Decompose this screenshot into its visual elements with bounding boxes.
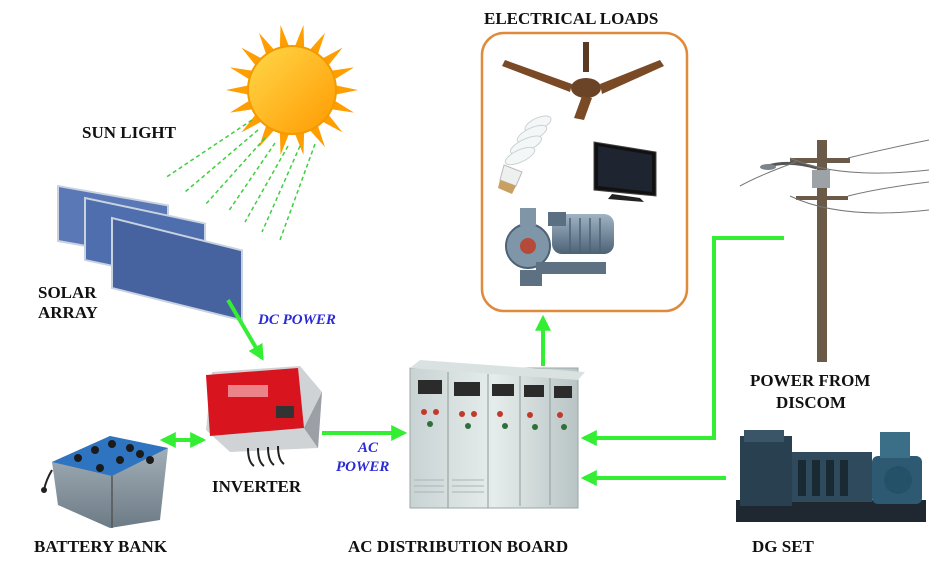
inverter-label: INVERTER [212, 477, 302, 496]
dc-power-arrow [226, 298, 264, 361]
ac-power-label-line2: POWER [336, 459, 389, 475]
distribution-board-icon [409, 360, 585, 509]
ac-power-label-line1: AC [357, 440, 379, 456]
water-pump-icon [505, 208, 614, 286]
discom-to-board-arrow [580, 236, 784, 446]
sunlight-rays [164, 119, 316, 241]
battery-bank-label: BATTERY BANK [34, 537, 168, 556]
sun-ray [229, 67, 255, 81]
sun-ray [229, 99, 255, 113]
electrical-loads-label: ELECTRICAL LOADS [484, 9, 658, 28]
cfl-bulb-icon [498, 115, 552, 194]
solar-array-label-line1: SOLAR [38, 283, 97, 302]
sun-icon [226, 25, 358, 155]
generator-icon [736, 430, 926, 522]
sun-light-label: SUN LIGHT [82, 123, 177, 142]
utility-pole-icon [739, 139, 929, 362]
sun-ray [329, 67, 355, 81]
sun-ray [226, 84, 251, 96]
power-from-discom-label-line1: POWER FROM [750, 371, 870, 390]
inverter-icon [206, 366, 322, 467]
battery-icon [41, 436, 168, 528]
sun-ray [333, 84, 358, 96]
sun-ray [279, 130, 290, 155]
power-from-discom-label-line2: DISCOM [776, 393, 846, 412]
dg-set-label: DG SET [752, 537, 815, 556]
ac-distribution-board-label: AC DISTRIBUTION BOARD [348, 537, 568, 556]
sun-ray [294, 130, 305, 155]
sun-ray [294, 25, 305, 50]
solar-array-label-line2: ARRAY [38, 303, 98, 322]
ceiling-fan-icon [502, 42, 664, 120]
sun-ray [329, 99, 355, 113]
dc-power-label: DC POWER [257, 312, 336, 328]
sun-ray [279, 25, 290, 50]
solar-panel-icon [57, 184, 243, 322]
tv-icon [593, 141, 657, 202]
